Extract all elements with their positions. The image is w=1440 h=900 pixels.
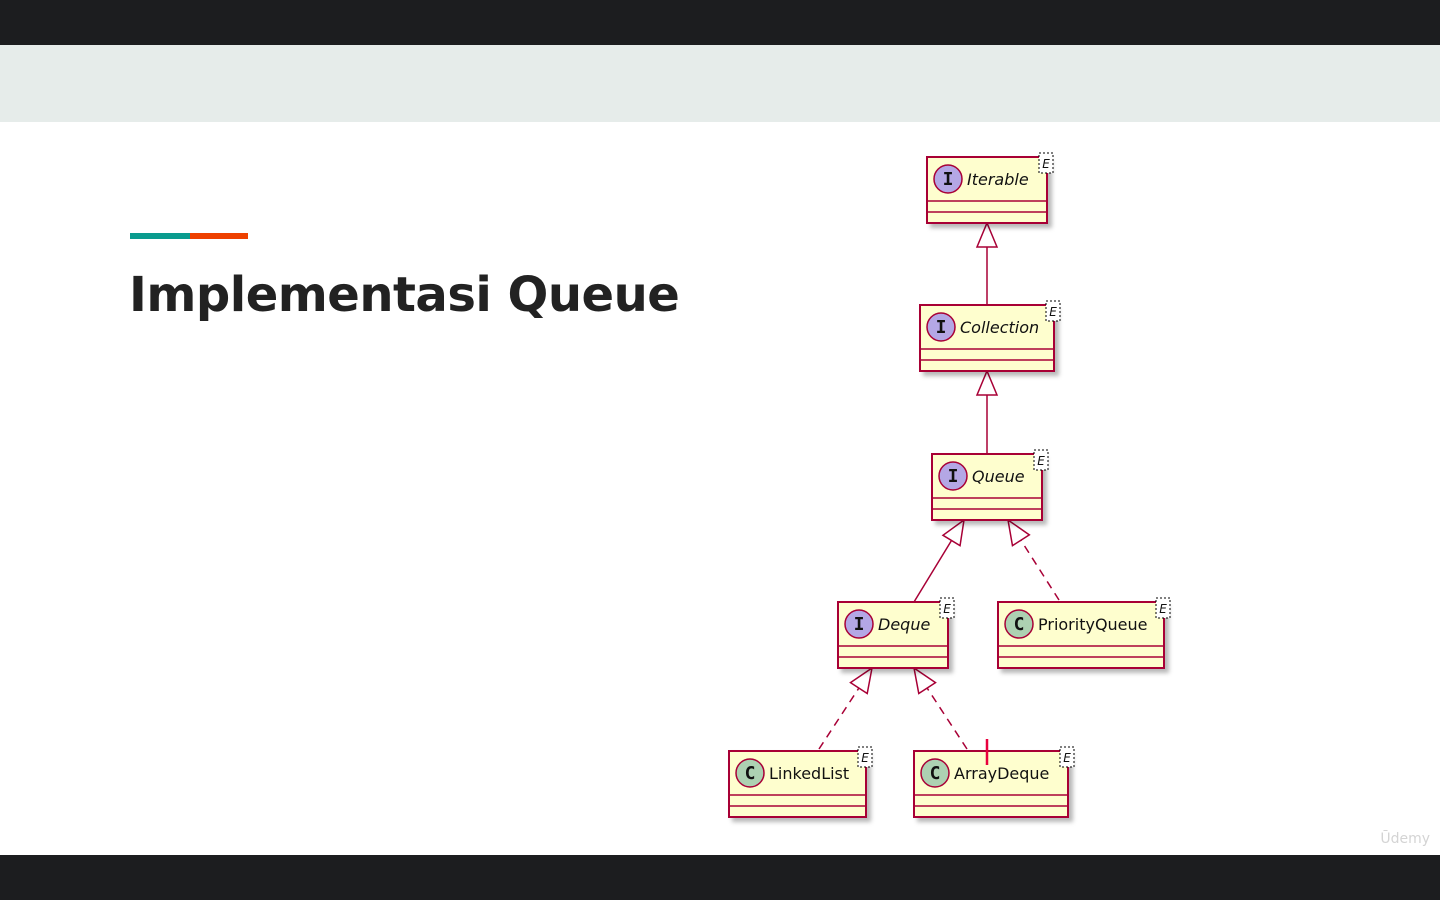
stereotype-letter: I — [943, 169, 954, 190]
edge-arraydeque-deque — [912, 666, 968, 750]
type-parameter-box — [1059, 746, 1075, 768]
inheritance-arrowhead — [912, 666, 937, 695]
class-stereotype-icon — [920, 758, 950, 788]
stereotype-letter: C — [745, 763, 756, 784]
udemy-watermark: Ūdemy — [1380, 831, 1430, 847]
edge-queue-collection — [975, 369, 999, 454]
type-parameter-box — [857, 746, 873, 768]
accent-bar-orange — [190, 233, 248, 239]
uml-node-linkedlist: C LinkedList E — [728, 746, 873, 818]
class-name: LinkedList — [769, 764, 849, 783]
edge-line — [913, 540, 953, 603]
inheritance-arrowhead — [975, 221, 999, 248]
type-parameter-box — [1155, 597, 1171, 619]
interface-stereotype-icon — [926, 312, 956, 342]
interface-stereotype-icon — [933, 164, 963, 194]
type-parameter-box — [1038, 152, 1054, 174]
type-parameter-label: E — [1042, 157, 1050, 171]
inheritance-arrowhead — [975, 369, 999, 396]
slide-header-band — [0, 45, 1440, 122]
class-name: Collection — [960, 318, 1039, 337]
interface-stereotype-icon — [844, 609, 874, 639]
inheritance-arrowhead — [1006, 518, 1031, 547]
accent-bar-teal — [130, 233, 190, 239]
stereotype-letter: I — [854, 614, 865, 635]
stereotype-letter: I — [948, 466, 959, 487]
class-name: Queue — [972, 467, 1025, 486]
type-parameter-label: E — [1063, 751, 1071, 765]
edges-layer — [818, 221, 1060, 750]
class-name: ArrayDeque — [954, 764, 1049, 783]
bottom-letterbox — [0, 855, 1440, 900]
uml-node-collection: I Collection E — [919, 300, 1061, 372]
uml-node-deque: I Deque E — [837, 597, 955, 669]
type-parameter-label: E — [1037, 454, 1045, 468]
uml-node-iterable: I Iterable E — [926, 152, 1054, 224]
edge-linkedlist-deque — [818, 666, 874, 750]
type-parameter-label: E — [1159, 602, 1167, 616]
type-parameter-box — [939, 597, 955, 619]
class-name: Iterable — [967, 170, 1029, 189]
interface-stereotype-icon — [938, 461, 968, 491]
class-name: Deque — [878, 615, 930, 634]
stereotype-letter: C — [1014, 614, 1025, 635]
edge-line — [818, 687, 860, 750]
uml-node-queue: I Queue E — [931, 449, 1049, 521]
type-parameter-box — [1045, 300, 1061, 322]
class-stereotype-icon — [1004, 609, 1034, 639]
class-name: PriorityQueue — [1038, 615, 1148, 634]
stereotype-letter: C — [930, 763, 941, 784]
class-stereotype-icon — [735, 758, 765, 788]
type-parameter-box — [1033, 449, 1049, 471]
slide-title: Implementasi Queue — [129, 267, 680, 323]
uml-node-arraydeque: C ArrayDeque E — [913, 746, 1075, 818]
edge-line — [1020, 539, 1060, 601]
inheritance-arrowhead — [849, 666, 874, 695]
edge-priorityqueue-queue — [1006, 518, 1060, 601]
top-letterbox — [0, 0, 1440, 45]
inheritance-arrowhead — [941, 518, 966, 547]
type-parameter-label: E — [861, 751, 869, 765]
edge-collection-iterable — [975, 221, 999, 305]
type-parameter-label: E — [1049, 305, 1057, 319]
stereotype-letter: I — [936, 317, 947, 338]
edge-deque-queue — [913, 518, 966, 603]
type-parameter-label: E — [943, 602, 951, 616]
uml-node-priorityqueue: C PriorityQueue E — [997, 597, 1171, 669]
edge-line — [926, 687, 968, 750]
